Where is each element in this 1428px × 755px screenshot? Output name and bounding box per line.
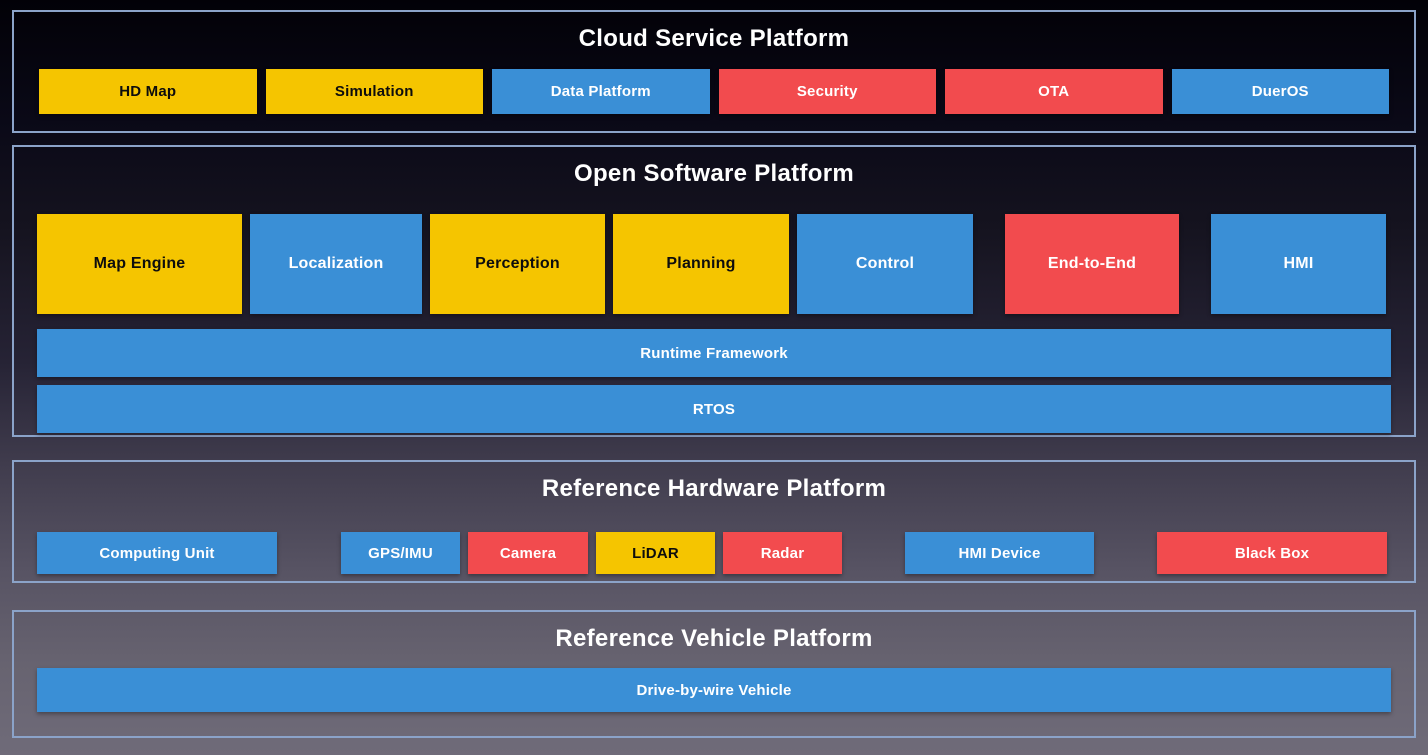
box-hmi: HMI (1211, 214, 1386, 314)
section-cloud-service-platform: Cloud Service Platform HD Map Simulation… (12, 10, 1416, 133)
box-security: Security (718, 69, 936, 114)
box-end-to-end: End-to-End (1005, 214, 1179, 314)
section-reference-hardware-platform: Reference Hardware Platform Computing Un… (12, 460, 1416, 583)
box-computing-unit: Computing Unit (37, 532, 277, 574)
section-title: Open Software Platform (574, 160, 854, 187)
box-planning: Planning (613, 214, 789, 314)
box-localization: Localization (250, 214, 422, 314)
box-lidar: LiDAR (596, 532, 715, 574)
box-map-engine: Map Engine (37, 214, 242, 314)
bar-runtime-framework: Runtime Framework (37, 329, 1391, 377)
software-modules-row: Map Engine Localization Perception Plann… (14, 214, 1414, 314)
box-hmi-device: HMI Device (905, 532, 1094, 574)
section-title: Cloud Service Platform (578, 25, 850, 52)
section-title: Reference Hardware Platform (541, 475, 887, 502)
bar-drive-by-wire-vehicle: Drive-by-wire Vehicle (37, 668, 1391, 712)
cloud-services-row: HD Map Simulation Data Platform Security… (14, 69, 1414, 114)
box-radar: Radar (723, 532, 842, 574)
box-dueros: DuerOS (1171, 69, 1389, 114)
box-gps-imu: GPS/IMU (341, 532, 460, 574)
box-simulation: Simulation (265, 69, 483, 114)
section-title: Reference Vehicle Platform (555, 625, 873, 652)
box-black-box: Black Box (1157, 532, 1387, 574)
box-data-platform: Data Platform (492, 69, 710, 114)
section-reference-vehicle-platform: Reference Vehicle Platform Drive-by-wire… (12, 610, 1416, 738)
box-hd-map: HD Map (39, 69, 257, 114)
box-camera: Camera (468, 532, 588, 574)
box-perception: Perception (430, 214, 605, 314)
hardware-row: Computing Unit GPS/IMU Camera LiDAR Rada… (14, 532, 1414, 574)
section-open-software-platform: Open Software Platform Map Engine Locali… (12, 145, 1416, 437)
box-control: Control (797, 214, 973, 314)
bar-rtos: RTOS (37, 385, 1391, 433)
box-ota: OTA (945, 69, 1163, 114)
